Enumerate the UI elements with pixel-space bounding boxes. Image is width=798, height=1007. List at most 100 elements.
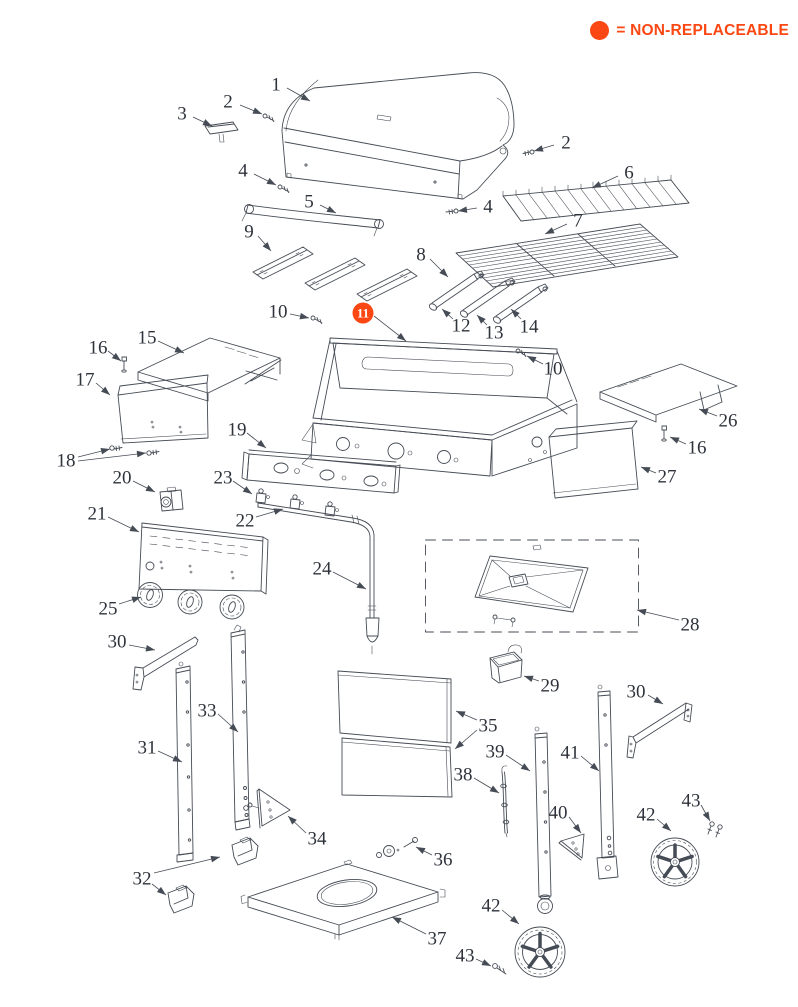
burner-tubes-drawing — [428, 270, 549, 324]
part-number: 12 — [452, 316, 471, 337]
axle-bolts-drawing — [492, 821, 723, 975]
part-label-7[interactable]: 7 — [544, 211, 583, 235]
front-panel-drawing — [138, 522, 269, 595]
part-number: 3 — [177, 104, 187, 125]
part-label-29[interactable]: 29 — [523, 675, 560, 697]
leader-arrow-icon — [100, 447, 110, 455]
leader-arrow-icon — [326, 206, 336, 213]
part-label-12[interactable]: 12 — [441, 308, 471, 337]
bottom-shelf-drawing — [240, 859, 446, 941]
part-label-42[interactable]: 42 — [637, 805, 672, 832]
part-label-9[interactable]: 9 — [244, 222, 272, 252]
leader-arrow-icon — [702, 811, 710, 821]
leader-arrow-icon — [524, 675, 534, 682]
part-number: 33 — [198, 701, 217, 722]
part-label-14[interactable]: 14 — [510, 308, 539, 338]
wheel-right-drawing — [650, 837, 700, 887]
part-number: 7 — [573, 211, 583, 232]
part-number: 37 — [428, 929, 447, 950]
part-label-36[interactable]: 36 — [415, 846, 453, 871]
control-knobs-drawing — [137, 582, 245, 620]
part-number: 10 — [269, 302, 288, 323]
part-label-27[interactable]: 27 — [640, 466, 677, 488]
part-label-37[interactable]: 37 — [391, 916, 447, 950]
part-number: 8 — [416, 245, 426, 266]
part-number: 24 — [313, 559, 333, 580]
part-label-33[interactable]: 33 — [198, 701, 239, 733]
leader-arrow-icon — [511, 309, 520, 318]
part-number: 41 — [561, 743, 580, 764]
part-label-39[interactable]: 39 — [486, 742, 531, 772]
part-label-25[interactable]: 25 — [99, 596, 142, 620]
part-label-10[interactable]: 10 — [526, 355, 563, 380]
part-label-4[interactable]: 4 — [238, 161, 277, 186]
part-number: 18 — [57, 451, 76, 472]
part-label-34[interactable]: 34 — [287, 815, 327, 850]
part-label-20[interactable]: 20 — [113, 468, 156, 493]
leader-arrow-icon — [592, 181, 602, 188]
part-label-15[interactable]: 15 — [138, 328, 185, 354]
part-number: 4 — [483, 197, 493, 218]
part-label-22[interactable]: 22 — [236, 508, 284, 532]
bracket-34-drawing — [247, 788, 291, 829]
part-number: 43 — [456, 946, 475, 967]
part-label-8[interactable]: 8 — [416, 245, 449, 278]
leader-arrow-icon — [416, 847, 426, 854]
part-number: 31 — [138, 738, 157, 759]
part-label-6[interactable]: 6 — [591, 163, 634, 189]
part-label-1[interactable]: 1 — [271, 75, 311, 102]
part-label-43[interactable]: 43 — [682, 791, 711, 822]
leader-arrow-icon — [252, 107, 262, 114]
part-label-32[interactable]: 32 — [133, 855, 221, 896]
part-label-16[interactable]: 16 — [89, 338, 122, 362]
wheel-bottom-drawing — [514, 926, 566, 978]
part-label-2[interactable]: 2 — [533, 133, 571, 154]
leader-arrow-icon — [699, 409, 709, 416]
part-number: 11 — [357, 306, 369, 321]
part-label-30[interactable]: 30 — [627, 682, 664, 705]
part-label-31[interactable]: 31 — [138, 738, 183, 763]
part-label-4[interactable]: 4 — [457, 197, 493, 218]
legend-text: = NON-REPLACEABLE — [616, 21, 789, 39]
part-label-19[interactable]: 19 — [228, 420, 267, 449]
part-label-3[interactable]: 3 — [177, 104, 213, 127]
part-label-23[interactable]: 23 — [214, 468, 253, 495]
part-label-38[interactable]: 38 — [454, 765, 500, 794]
part-number: 25 — [99, 599, 118, 620]
part-label-30[interactable]: 30 — [108, 632, 156, 653]
catch-pan-drawing — [489, 644, 523, 684]
part-label-24[interactable]: 24 — [313, 559, 367, 590]
part-label-16[interactable]: 16 — [669, 436, 707, 459]
part-label-10[interactable]: 10 — [269, 302, 310, 323]
part-label-5[interactable]: 5 — [304, 192, 337, 214]
part-label-2[interactable]: 2 — [223, 92, 263, 115]
part-label-41[interactable]: 41 — [561, 743, 600, 772]
hinge-rod-drawing — [500, 765, 510, 838]
leader-arrow-icon — [273, 508, 283, 515]
part-label-13[interactable]: 13 — [476, 314, 504, 344]
part-label-26[interactable]: 26 — [698, 408, 738, 432]
part-label-11[interactable]: 11 — [352, 302, 407, 342]
part-number: 13 — [485, 323, 504, 344]
part-label-35[interactable]: 35 — [454, 710, 498, 750]
leader-arrow-icon — [242, 486, 252, 494]
part-number: 42 — [637, 805, 656, 826]
part-label-40[interactable]: 40 — [549, 803, 582, 834]
leader-arrow-icon — [202, 119, 212, 126]
part-label-43[interactable]: 43 — [456, 946, 492, 967]
leg-33-drawing — [230, 624, 251, 831]
part-number: 2 — [223, 92, 233, 113]
part-label-18[interactable]: 18 — [57, 447, 147, 472]
part-label-17[interactable]: 17 — [76, 370, 111, 396]
part-label-42[interactable]: 42 — [482, 896, 520, 925]
part-label-28[interactable]: 28 — [636, 608, 700, 636]
part-number: 43 — [682, 791, 701, 812]
part-number: 10 — [544, 359, 563, 380]
part-label-21[interactable]: 21 — [88, 504, 140, 533]
part-number: 21 — [88, 504, 107, 525]
leader-arrow-icon — [129, 525, 139, 532]
non-replaceable-highlight — [352, 302, 374, 324]
side-table-left-drawing — [137, 337, 282, 402]
